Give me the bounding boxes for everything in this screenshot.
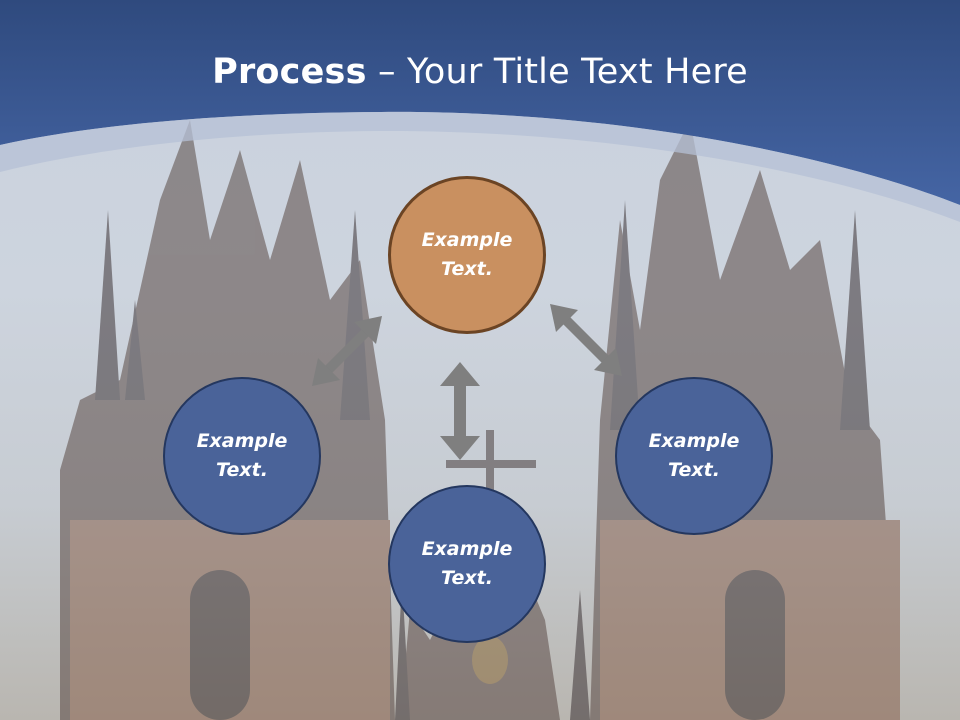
header-band: [0, 0, 960, 222]
title-rest: – Your Title Text Here: [366, 52, 748, 92]
node-text-line1: Example: [421, 538, 513, 560]
node-text-line1: Example: [648, 430, 740, 452]
process-node-left: Example Text.: [163, 377, 321, 535]
node-text-line1: Example: [421, 229, 513, 251]
double-arrow-left-diagonal: [312, 316, 382, 386]
double-arrow-vertical: [440, 362, 480, 460]
slide-title: Process – Your Title Text Here: [0, 52, 960, 92]
node-text-line2: Text.: [441, 258, 493, 280]
node-text-line1: Example: [196, 430, 288, 452]
node-text-line2: Text.: [216, 459, 268, 481]
process-node-bottom: Example Text.: [388, 485, 546, 643]
node-text-line2: Text.: [668, 459, 720, 481]
process-node-top: Example Text.: [388, 176, 546, 334]
node-text-line2: Text.: [441, 567, 493, 589]
title-bold: Process: [212, 52, 367, 92]
double-arrow-right-diagonal: [550, 304, 622, 376]
process-node-right: Example Text.: [615, 377, 773, 535]
